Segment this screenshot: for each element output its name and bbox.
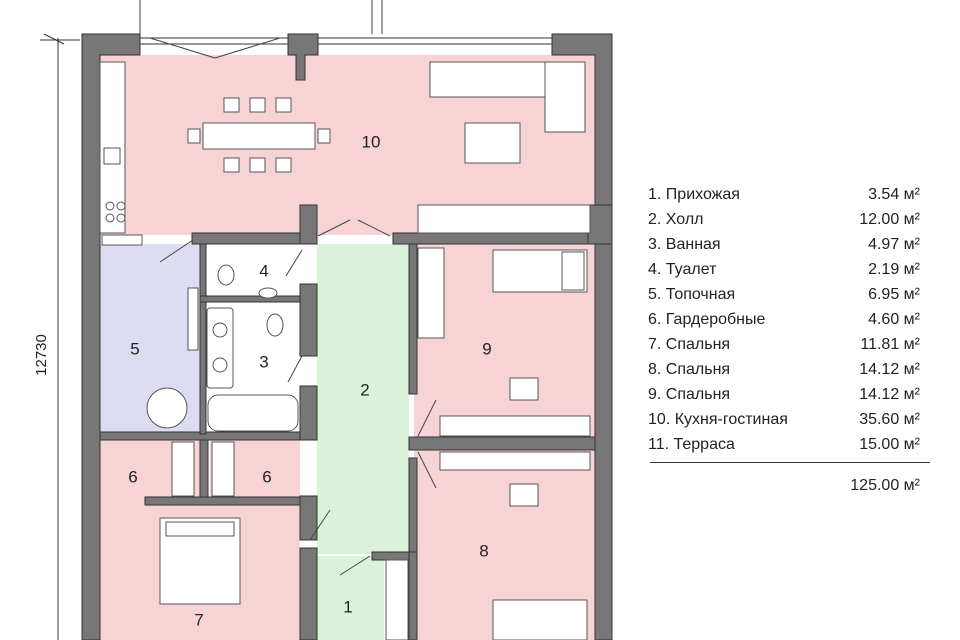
dimension-line [40, 33, 80, 640]
legend-area: 6.95 м² [868, 286, 920, 303]
legend-row: 7. Спальня 11.81 м² [648, 332, 930, 357]
legend-row: 1. Прихожая 3.54 м² [648, 182, 930, 207]
legend-area: 2.19 м² [868, 261, 920, 278]
legend-row: 9. Спальня 14.12 м² [648, 382, 930, 407]
room-number-3: 3 [259, 352, 268, 371]
interior-walls [99, 204, 613, 640]
legend-label: 3. Ванная [648, 236, 721, 253]
room-number-6-right: 6 [262, 467, 271, 486]
room-2-hall-fill [317, 244, 409, 554]
legend-area: 3.54 м² [868, 186, 920, 203]
legend-area: 11.81 м² [860, 336, 920, 353]
legend-label: 4. Туалет [648, 261, 717, 278]
dimension-label: 12730 [33, 334, 50, 376]
room-number-6-left: 6 [128, 467, 137, 486]
legend-row: 4. Туалет 2.19 м² [648, 257, 930, 282]
terrace-outline [139, 0, 383, 34]
legend-area: 14.12 м² [859, 361, 920, 378]
legend-row: 6. Гардеробные 4.60 м² [648, 307, 930, 332]
legend-label: 6. Гардеробные [648, 311, 766, 328]
legend-area: 35.60 м² [859, 411, 920, 428]
legend-area: 4.97 м² [868, 236, 920, 253]
legend-area: 14.12 м² [859, 386, 920, 403]
legend-label: 8. Спальня [648, 361, 731, 378]
legend-label: 11. Терраса [648, 436, 735, 453]
legend-area: 12.00 м² [859, 211, 920, 228]
door-swings [149, 37, 437, 576]
legend-area: 4.60 м² [868, 311, 920, 328]
legend-total: 125.00 м² [850, 477, 920, 494]
room-number-2: 2 [360, 380, 369, 399]
exterior-walls [81, 33, 613, 640]
room-number-5: 5 [130, 339, 139, 358]
room-number-1: 1 [343, 597, 352, 616]
room-number-9: 9 [482, 339, 491, 358]
room-number-4: 4 [259, 261, 268, 280]
room-4-toilet-fill [200, 244, 300, 296]
legend-row: 10. Кухня-гостиная 35.60 м² [648, 407, 930, 432]
legend-row: 5. Топочная 6.95 м² [648, 282, 930, 307]
furniture [99, 61, 591, 640]
legend-row: 2. Холл 12.00 м² [648, 207, 930, 232]
room-number-7: 7 [194, 610, 203, 629]
legend-row: 3. Ванная 4.97 м² [648, 232, 930, 257]
room-1-entry-fill [317, 556, 384, 640]
room-number-10: 10 [362, 132, 381, 151]
area-legend: 1. Прихожая 3.54 м² 2. Холл 12.00 м² 3. Ва… [648, 182, 930, 497]
floor-plan: 12730 [33, 0, 613, 640]
legend-label: 10. Кухня-гостиная [648, 411, 788, 428]
legend-label: 2. Холл [648, 211, 704, 228]
legend-label: 7. Спальня [648, 336, 731, 353]
legend-label: 5. Топочная [648, 286, 736, 303]
legend-row: 8. Спальня 14.12 м² [648, 357, 930, 382]
legend-area: 15.00 м² [859, 436, 920, 453]
room-number-8: 8 [479, 541, 488, 560]
legend-label: 9. Спальня [648, 386, 731, 403]
legend-divider [650, 462, 930, 463]
legend-label: 1. Прихожая [648, 186, 740, 203]
legend-row: 11. Терраса 15.00 м² [648, 432, 930, 457]
